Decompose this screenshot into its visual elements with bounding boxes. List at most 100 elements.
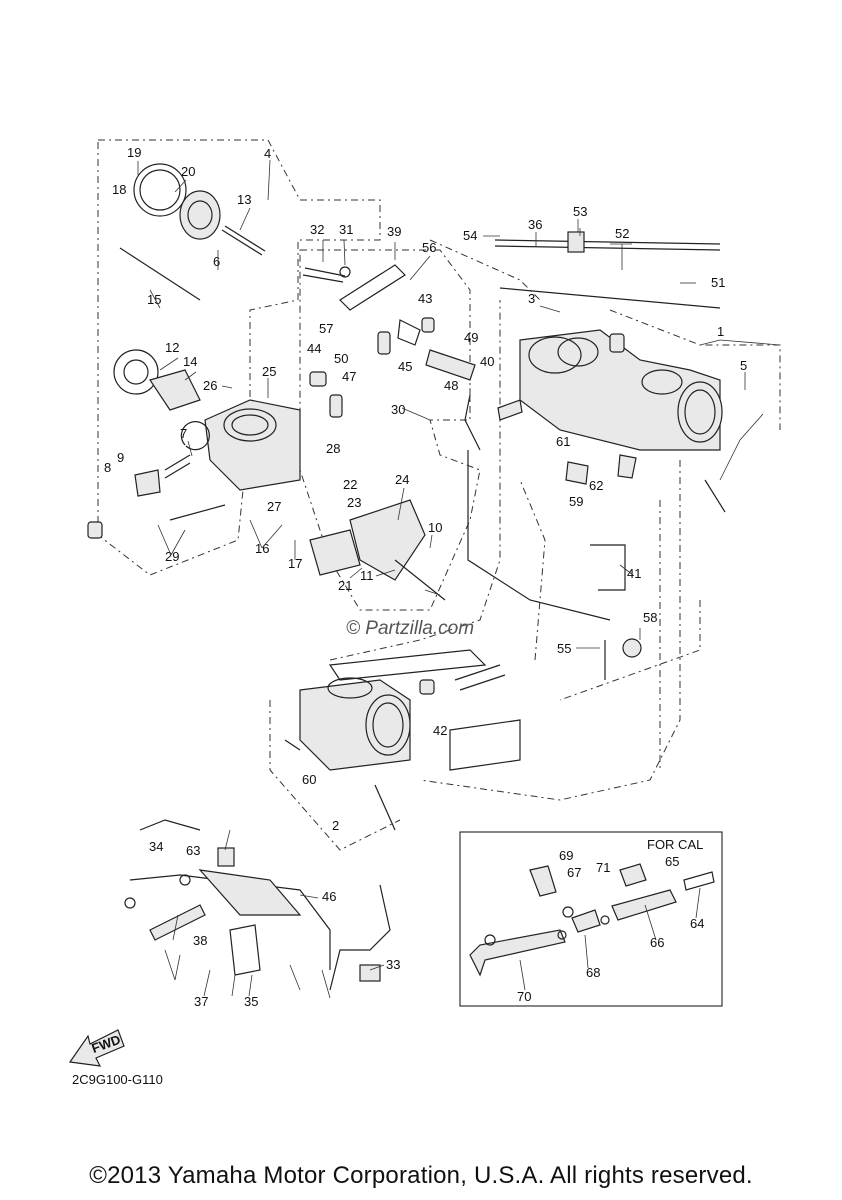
- carburetor-body-left: [204, 399, 301, 491]
- clamp-53-lower: [217, 847, 235, 867]
- shaft-upper: [494, 239, 721, 251]
- callout-7: 7: [180, 426, 187, 441]
- callout-41: 41: [627, 566, 641, 581]
- throttle-valve: [149, 369, 201, 411]
- callout-64: 64: [690, 916, 704, 931]
- callout-26: 26: [203, 378, 217, 393]
- callout-70: 70: [517, 989, 531, 1004]
- callout-46: 46: [322, 889, 336, 904]
- callout-59: 59: [569, 494, 583, 509]
- float-bowl: [349, 499, 426, 581]
- callout-16: 16: [255, 541, 269, 556]
- assembly-boundaries: [97, 139, 781, 851]
- fwd-arrow-icon: [68, 1029, 125, 1067]
- lower-carburetor-assembly: [284, 649, 521, 831]
- callout-27: 27: [267, 499, 281, 514]
- diaphragm-cover: [179, 190, 221, 240]
- callout-28: 28: [326, 441, 340, 456]
- callout-9: 9: [117, 450, 124, 465]
- callout-11: 11: [360, 568, 374, 583]
- callout-65: 65: [665, 854, 679, 869]
- callout-29: 29: [165, 549, 179, 564]
- choke-plunger: [180, 421, 210, 451]
- drawing-code: 2C9G100-G110: [72, 1072, 163, 1087]
- float-bowl-screw: [134, 469, 161, 497]
- float-chamber: [309, 529, 361, 576]
- hose-61: [284, 739, 301, 751]
- cap-58: [622, 638, 642, 658]
- callout-53: 53: [573, 204, 587, 219]
- callout-36: 36: [528, 217, 542, 232]
- throttle-rod: [467, 450, 611, 621]
- callout-24: 24: [395, 472, 409, 487]
- callout-18: 18: [112, 182, 126, 197]
- callout-58: 58: [643, 610, 657, 625]
- for-cal-title: FOR CAL: [647, 837, 703, 852]
- callout-35: 35: [244, 994, 258, 1009]
- bracket-plate: [198, 869, 302, 916]
- wire-33: [329, 884, 391, 991]
- bracket-41: [590, 544, 626, 591]
- callout-2: 2: [332, 818, 339, 833]
- screw-32-right: [704, 479, 726, 513]
- bracket-42: [449, 719, 521, 771]
- callout-49: 49: [464, 330, 478, 345]
- watermark: © Partzilla.com: [346, 618, 475, 639]
- callout-39: 39: [387, 224, 401, 239]
- callout-10: 10: [428, 520, 442, 535]
- callout-25: 25: [262, 364, 276, 379]
- bracket-39: [339, 264, 406, 311]
- callout-38: 38: [193, 933, 207, 948]
- for-cal-inset: [459, 831, 723, 1007]
- callout-30: 30: [391, 402, 405, 417]
- callout-52: 52: [615, 226, 629, 241]
- callout-6: 6: [213, 254, 220, 269]
- callout-51: 51: [711, 275, 725, 290]
- hose-70: [469, 929, 566, 977]
- callout-44: 44: [307, 341, 321, 356]
- hose-66: [611, 889, 677, 921]
- callout-63: 63: [186, 843, 200, 858]
- main-jet-set: [169, 504, 226, 521]
- link-rod-30: [464, 394, 481, 451]
- callout-62: 62: [589, 478, 603, 493]
- hose-40: [617, 454, 637, 479]
- callout-69: 69: [559, 848, 573, 863]
- needle-jet-parts: [119, 247, 201, 301]
- callout-47: 47: [342, 369, 356, 384]
- needle-spring: [221, 225, 266, 256]
- callout-22: 22: [343, 477, 357, 492]
- joint-59: [565, 461, 589, 485]
- joint-44: [309, 371, 327, 387]
- callout-66: 66: [650, 935, 664, 950]
- callout-12: 12: [165, 340, 179, 355]
- callout-13: 13: [237, 192, 251, 207]
- leader-lines: [137, 159, 781, 999]
- hose-50: [329, 394, 343, 418]
- hose-upper: [139, 819, 201, 831]
- callout-15: 15: [147, 292, 161, 307]
- callout-68: 68: [586, 965, 600, 980]
- callout-4: 4: [264, 146, 271, 161]
- callout-1: 1: [717, 324, 724, 339]
- callout-40: 40: [480, 354, 494, 369]
- callout-48: 48: [444, 378, 458, 393]
- screw-32-lower: [374, 784, 396, 831]
- callout-34: 34: [149, 839, 163, 854]
- callout-5: 5: [740, 358, 747, 373]
- sensor-38: [229, 924, 261, 976]
- screw-32: [302, 267, 346, 283]
- callout-19: 19: [127, 145, 141, 160]
- callout-61: 61: [556, 434, 570, 449]
- pilot-screw: [164, 454, 191, 479]
- link-plate: [328, 649, 487, 681]
- callout-14: 14: [183, 354, 197, 369]
- wiring-bracket-assembly: [124, 819, 391, 991]
- callout-67: 67: [567, 865, 581, 880]
- part-callouts: 1 2 3 4 5 6 7 8 9 10 11 12 13 14 15 16 1…: [104, 145, 747, 1009]
- callout-21: 21: [338, 578, 352, 593]
- copyright-notice: ©2013 Yamaha Motor Corporation, U.S.A. A…: [89, 1162, 753, 1189]
- callout-57: 57: [319, 321, 333, 336]
- hose-47: [149, 904, 206, 941]
